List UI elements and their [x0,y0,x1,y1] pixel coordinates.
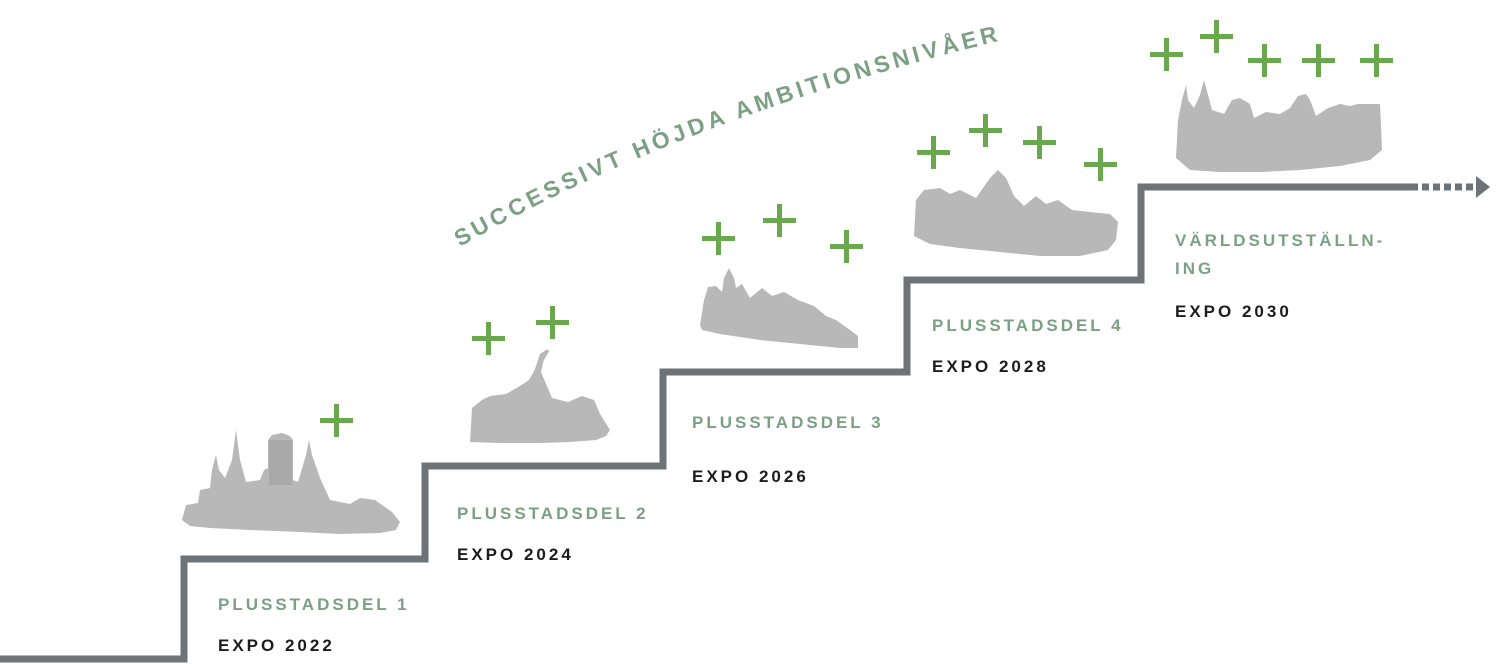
plus-icon [320,404,353,437]
plus-icon [1023,126,1056,159]
city-skyline-icon [914,170,1118,256]
city-skyline-icon [1176,80,1382,172]
stage-1-expo: EXPO 2022 [218,636,335,655]
stage-2-expo: EXPO 2024 [457,545,574,564]
plus-icon [917,136,950,169]
plus-icon [702,222,735,255]
stage-3-name: PLUSSTADSDEL 3 [692,413,884,432]
city-skyline-icon [470,349,610,443]
stage-4-expo: EXPO 2028 [932,357,1049,376]
stage-2-name: PLUSSTADSDEL 2 [457,504,649,523]
plus-icon [763,204,796,237]
headline-arc: SUCCESSIVT HÖJDA AMBITIONSNIVÅER [455,20,1004,252]
city-skyline-icon [182,430,400,534]
plus-icon [1200,20,1233,53]
arrow-right-icon [1476,176,1490,198]
plus-icon [1084,148,1117,181]
stage-3-expo: EXPO 2026 [692,467,809,486]
stage-1-name: PLUSSTADSDEL 1 [218,595,410,614]
headline: SUCCESSIVT HÖJDA AMBITIONSNIVÅER [455,20,1004,252]
plus-icon [830,230,863,263]
plus-icon [1150,38,1183,71]
plus-icon [969,114,1002,147]
plus-icon [472,322,505,355]
stage-5-name-line2: ING [1175,259,1215,278]
stage-4-name: PLUSSTADSDEL 4 [932,316,1124,335]
stage-5-name-line1: VÄRLDSUTSTÄLLN- [1175,231,1386,250]
plus-icon [1302,44,1335,77]
plus-icon [1248,44,1281,77]
plus-icon [1360,44,1393,77]
staircase-line [0,183,1418,663]
plus-icon [536,306,569,339]
stage-5-expo: EXPO 2030 [1175,302,1292,321]
city-skyline-icon [700,268,858,348]
